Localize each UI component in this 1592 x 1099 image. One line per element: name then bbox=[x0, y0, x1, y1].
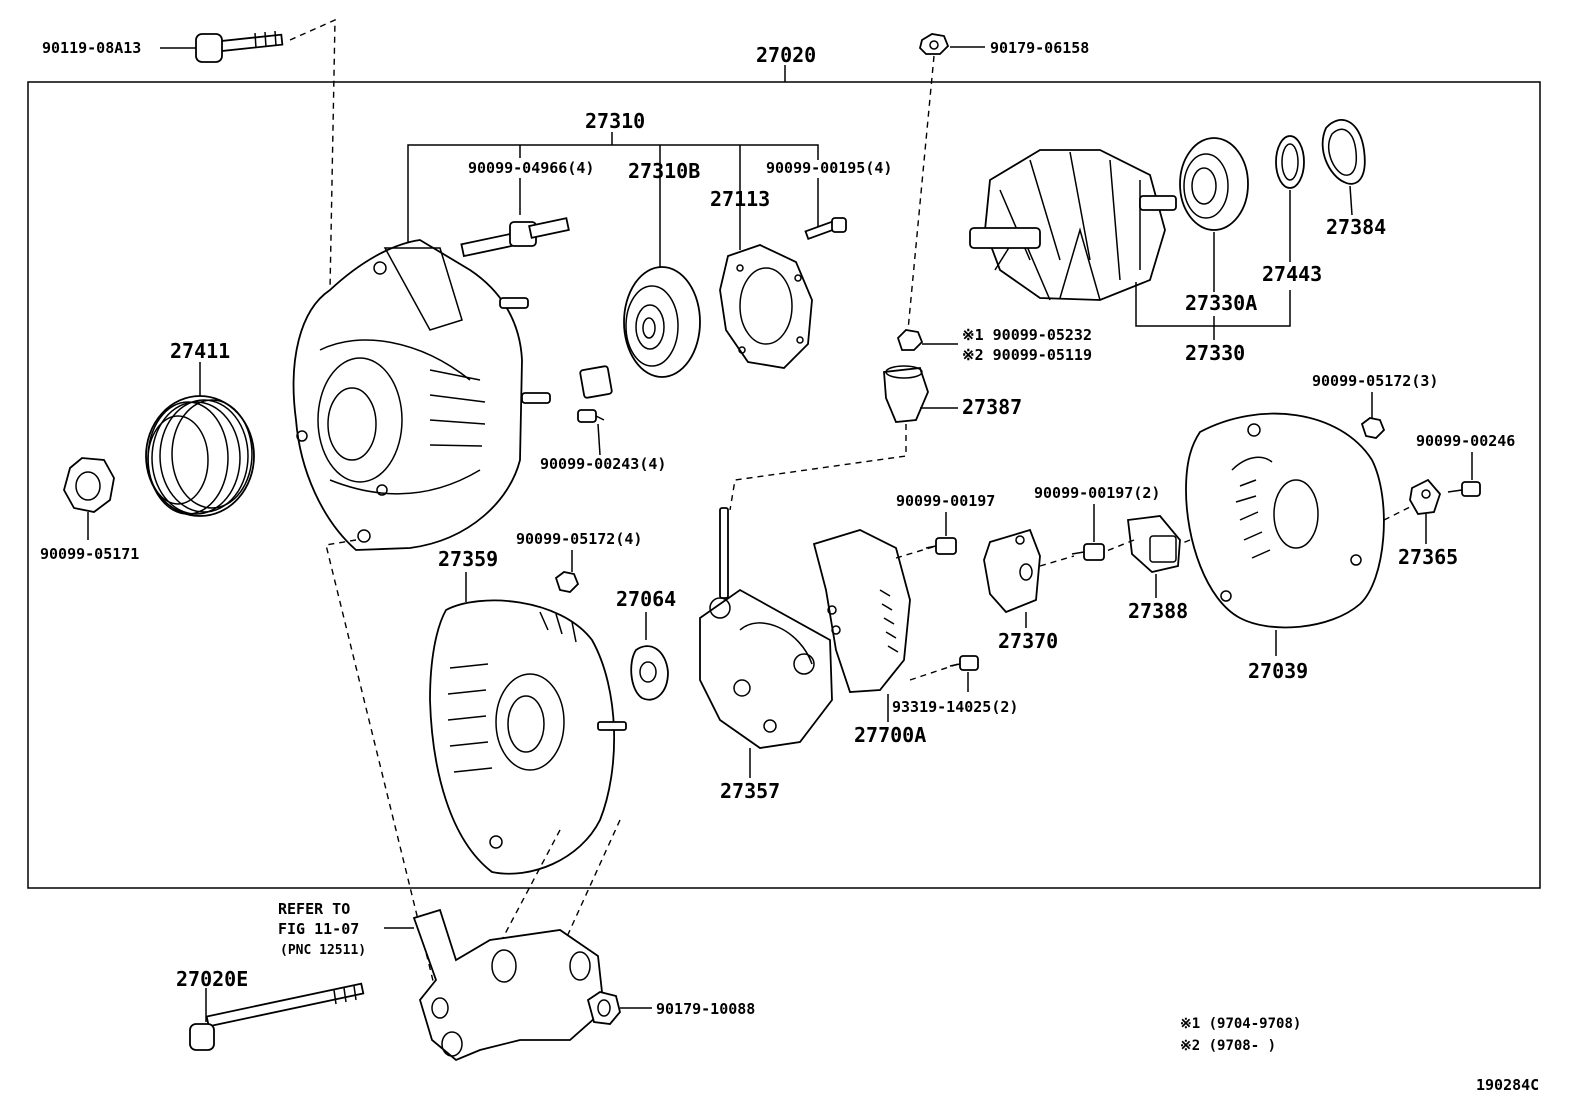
label-90179-10088[interactable]: 90179-10088 bbox=[656, 1000, 755, 1018]
rectifier-27357[interactable] bbox=[699, 507, 833, 749]
label-90179-06158[interactable]: 90179-06158 bbox=[990, 39, 1089, 57]
label-27039[interactable]: 27039 bbox=[1248, 659, 1308, 683]
assembly-frame bbox=[27, 81, 1541, 889]
label-27359[interactable]: 27359 bbox=[438, 547, 498, 571]
label-27330[interactable]: 27330 bbox=[1185, 341, 1245, 365]
regulator-27700A[interactable] bbox=[812, 529, 911, 693]
retainer-plate-27113[interactable] bbox=[719, 244, 813, 369]
label-90099-05232[interactable]: ※1 90099-05232 bbox=[962, 326, 1092, 344]
label-90099-00195[interactable]: 90099-00195(4) bbox=[766, 159, 892, 177]
brush-holder-27370[interactable] bbox=[983, 528, 1041, 614]
insulator-27064[interactable] bbox=[630, 645, 669, 701]
label-90099-05119[interactable]: ※2 90099-05119 bbox=[962, 346, 1092, 364]
label-90099-05171[interactable]: 90099-05171 bbox=[40, 545, 139, 563]
label-27330A[interactable]: 27330A bbox=[1185, 291, 1257, 315]
label-27388[interactable]: 27388 bbox=[1128, 599, 1188, 623]
nut-90179-06158[interactable] bbox=[919, 33, 950, 55]
bolt-90119-08A13[interactable] bbox=[195, 30, 284, 63]
label-90099-00246[interactable]: 90099-00246 bbox=[1416, 432, 1515, 450]
label-27700A[interactable]: 27700A bbox=[854, 723, 926, 747]
label-27365[interactable]: 27365 bbox=[1398, 545, 1458, 569]
diagram-code: 190284C bbox=[1476, 1076, 1539, 1094]
screw-90099-00195[interactable] bbox=[804, 217, 847, 241]
screw-90099-00197-2[interactable] bbox=[1071, 543, 1105, 561]
label-93319-14025[interactable]: 93319-14025(2) bbox=[892, 698, 1018, 716]
label-27443[interactable]: 27443 bbox=[1262, 262, 1322, 286]
note-2: ※2 (9708- ) bbox=[1180, 1038, 1276, 1054]
label-27384[interactable]: 27384 bbox=[1326, 215, 1386, 239]
label-27020[interactable]: 27020 bbox=[756, 43, 816, 67]
mounting-bracket[interactable] bbox=[412, 908, 605, 1062]
nut-90099-05172-4[interactable] bbox=[554, 571, 580, 593]
nut-90099-05232[interactable] bbox=[896, 329, 924, 351]
bolt-90099-00246[interactable] bbox=[1447, 481, 1481, 497]
label-27387[interactable]: 27387 bbox=[962, 395, 1022, 419]
label-27064[interactable]: 27064 bbox=[616, 587, 676, 611]
bearing-27330A[interactable] bbox=[1179, 137, 1249, 231]
drive-end-frame[interactable] bbox=[292, 239, 551, 551]
label-90099-05172-4[interactable]: 90099-05172(4) bbox=[516, 530, 642, 548]
nut-90099-05171[interactable] bbox=[63, 457, 115, 513]
insulator-27387[interactable] bbox=[883, 365, 929, 423]
label-90099-00197[interactable]: 90099-00197 bbox=[896, 492, 995, 510]
terminal-plate-27365[interactable] bbox=[1409, 478, 1442, 515]
label-90099-00197-2[interactable]: 90099-00197(2) bbox=[1034, 484, 1160, 502]
label-27310B[interactable]: 27310B bbox=[628, 159, 700, 183]
refer-line1: REFER TO bbox=[278, 900, 350, 918]
pulley-27411[interactable] bbox=[145, 395, 255, 517]
label-90099-00243[interactable]: 90099-00243(4) bbox=[540, 455, 666, 473]
note-1: ※1 (9704-9708) bbox=[1180, 1016, 1301, 1032]
label-27370[interactable]: 27370 bbox=[998, 629, 1058, 653]
washer-27443[interactable] bbox=[1275, 135, 1305, 189]
screw-93319-14025[interactable] bbox=[949, 655, 979, 671]
label-27113[interactable]: 27113 bbox=[710, 187, 770, 211]
screw-90099-00243[interactable] bbox=[577, 409, 605, 423]
nut-90179-10088[interactable] bbox=[586, 991, 621, 1025]
clip-27310[interactable] bbox=[579, 365, 613, 399]
refer-line3: (PNC 12511) bbox=[280, 943, 366, 958]
rotor-assembly[interactable] bbox=[969, 149, 1177, 301]
rear-end-frame-27359[interactable] bbox=[429, 599, 627, 875]
bearing-27310B[interactable] bbox=[623, 266, 701, 378]
rear-cover-27039[interactable] bbox=[1185, 412, 1385, 629]
nut-90099-05172-3[interactable] bbox=[1360, 417, 1386, 439]
label-90099-05172-3[interactable]: 90099-05172(3) bbox=[1312, 372, 1438, 390]
screw-90099-00197[interactable] bbox=[925, 537, 957, 555]
cover-27384[interactable] bbox=[1321, 119, 1366, 185]
cover-27388[interactable] bbox=[1127, 515, 1181, 573]
label-27357[interactable]: 27357 bbox=[720, 779, 780, 803]
stud-90099-04966[interactable] bbox=[460, 217, 570, 258]
label-27020E[interactable]: 27020E bbox=[176, 967, 248, 991]
label-27310[interactable]: 27310 bbox=[585, 109, 645, 133]
label-27411[interactable]: 27411 bbox=[170, 339, 230, 363]
refer-line2: FIG 11-07 bbox=[278, 920, 359, 938]
label-90119-08A13[interactable]: 90119-08A13 bbox=[42, 39, 141, 57]
bolt-27020E[interactable] bbox=[189, 982, 365, 1051]
label-90099-04966[interactable]: 90099-04966(4) bbox=[468, 159, 594, 177]
